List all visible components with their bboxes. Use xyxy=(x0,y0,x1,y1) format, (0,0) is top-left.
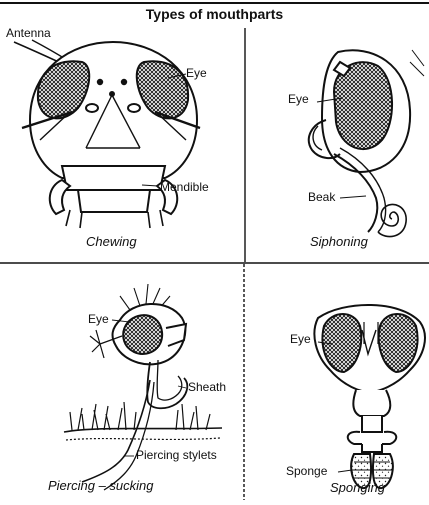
label-beak: Beak xyxy=(308,190,335,204)
caption-siphoning: Siphoning xyxy=(310,234,368,249)
label-piercing-stylets: Piercing stylets xyxy=(136,448,217,462)
sponging-insect-head xyxy=(314,305,425,488)
caption-piercing-sucking: Piercing – sucking xyxy=(48,478,154,493)
chewing-insect-head xyxy=(14,40,200,228)
label-sponge: Sponge xyxy=(286,464,327,478)
label-eye-siphoning: Eye xyxy=(288,92,309,106)
figure-title: Types of mouthparts xyxy=(0,6,429,22)
siphoning-insect-head xyxy=(309,50,424,237)
label-eye-chewing: Eye xyxy=(186,66,207,80)
label-sheath: Sheath xyxy=(188,380,226,394)
label-mandible: Mendible xyxy=(160,180,209,194)
label-antenna: Antenna xyxy=(6,26,51,40)
label-eye-sponging: Eye xyxy=(290,332,311,346)
caption-sponging: Sponging xyxy=(330,480,385,495)
label-eye-piercing: Eye xyxy=(88,312,109,326)
caption-chewing: Chewing xyxy=(86,234,137,249)
